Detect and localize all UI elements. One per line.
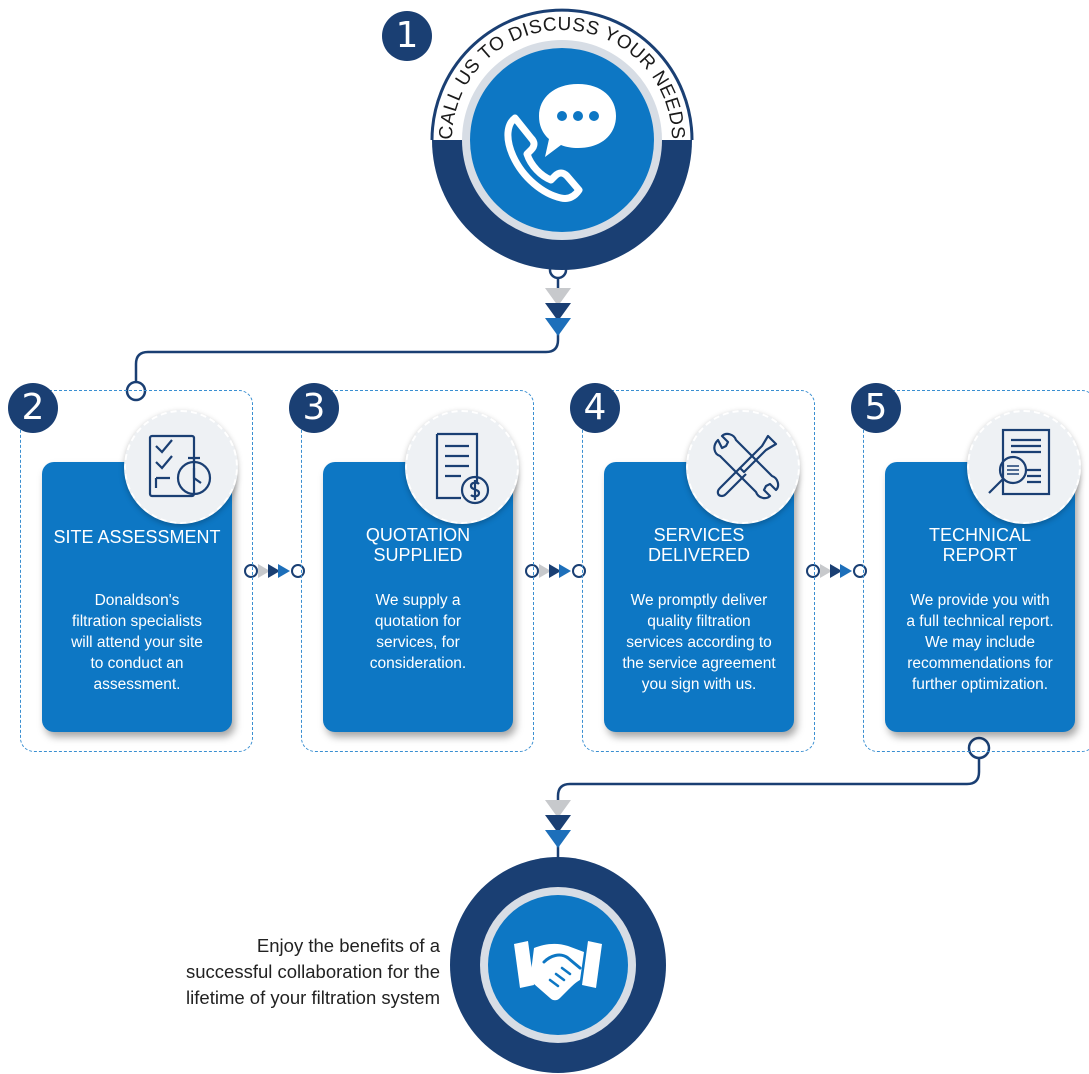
handshake-icon: [514, 941, 602, 1001]
wrench-screwdriver-icon: [686, 410, 800, 524]
checklist-clock-icon: [124, 410, 238, 524]
step-number-badge: 3: [289, 383, 339, 433]
document-dollar-icon: [405, 410, 519, 524]
chevron-right-icon: [806, 564, 867, 578]
phone-chat-icon: [504, 84, 616, 202]
step-frame: [20, 390, 253, 752]
report-magnifier-icon: [967, 410, 1081, 524]
step-frame: [301, 390, 534, 752]
chevron-right-icon: [244, 564, 305, 578]
step-number-badge: 1: [382, 11, 432, 61]
step-title: SITE ASSESSMENT: [53, 527, 221, 547]
chevron-down-icon: [545, 800, 571, 848]
handshake-circle: [450, 857, 666, 1073]
step-1: CALL US TO DISCUSS YOUR NEEDS 1: [0, 0, 1089, 280]
chevron-down-icon: [545, 288, 571, 336]
step-number-badge: 5: [851, 383, 901, 433]
final-message: Enjoy the benefits of a successful colla…: [186, 935, 440, 1008]
step-number-badge: 4: [570, 383, 620, 433]
step-frame: [863, 390, 1089, 752]
step-frame: [582, 390, 815, 752]
call-circle: CALL US TO DISCUSS YOUR NEEDS: [430, 8, 694, 270]
step-number-badge: 2: [8, 383, 58, 433]
chevron-right-icon: [525, 564, 586, 578]
